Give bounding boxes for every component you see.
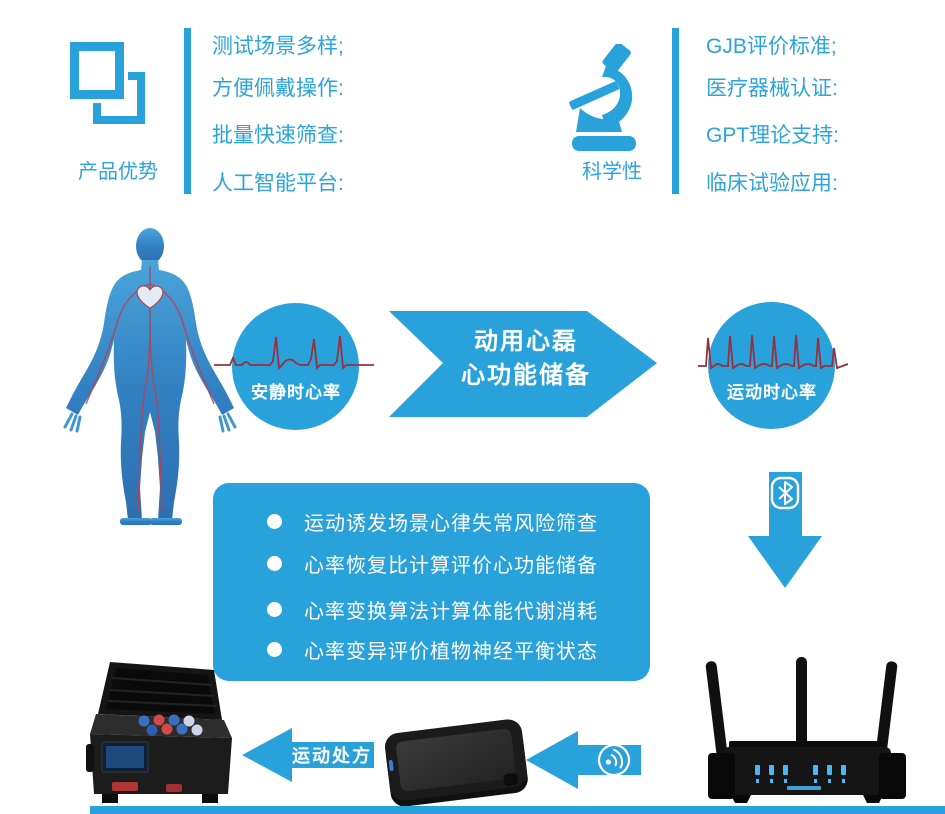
feature-row: 运动诱发场景心律失常风险筛查 [267, 507, 598, 536]
wifi-router [705, 657, 906, 803]
feature-text: 心率恢复比计算评价心功能储备 [304, 555, 598, 577]
feature-text: 运动诱发场景心律失常风险筛查 [304, 513, 598, 535]
overlapping-squares-icon [70, 42, 150, 134]
product-advantages-label: 产品优势 [78, 161, 158, 183]
wireless-arrow-left [526, 731, 641, 789]
advantage-item: 批量快速筛查: [212, 124, 344, 147]
resting-ecg-trace [214, 335, 374, 370]
exercise-hr-label: 运动时心率 [727, 383, 817, 402]
scientific-label: 科学性 [582, 161, 642, 183]
feature-text: 心率变换算法计算体能代谢消耗 [304, 601, 598, 623]
resting-hr-label: 安静时心率 [251, 383, 341, 402]
feature-text: 心率变异评价植物神经平衡状态 [304, 641, 598, 663]
scientific-item: 医疗器械认证: [706, 77, 838, 100]
bluetooth-icon [770, 476, 800, 510]
flow-arrow-right [389, 311, 657, 417]
feature-row: 心率变异评价植物神经平衡状态 [267, 635, 598, 664]
bullet-icon [267, 556, 282, 571]
exercise-ecg-trace [698, 334, 848, 370]
bullet-icon [267, 514, 282, 529]
monitor-pods [138, 714, 203, 736]
flow-arrow-line2: 心功能储备 [461, 362, 591, 389]
router-leds [755, 765, 846, 790]
advantage-item: 测试场景多样; [212, 35, 344, 58]
rugged-tablet [384, 719, 528, 807]
human-anatomy-figure [63, 228, 237, 525]
bluetooth-down-arrow [748, 472, 822, 588]
flow-arrow-line1: 动用心磊 [474, 328, 578, 355]
microscope-icon [569, 44, 636, 151]
resting-hr-circle [232, 303, 359, 430]
divider-bar-left [184, 28, 191, 194]
prescription-label: 运动处方 [292, 746, 372, 766]
features-panel: 运动诱发场景心律失常风险筛查 心率恢复比计算评价心功能储备 心率变换算法计算体能… [213, 483, 650, 681]
prescription-arrow-left [242, 728, 374, 782]
bottom-accent-bar [90, 806, 945, 814]
equipment-case [86, 662, 232, 803]
bullet-icon [267, 602, 282, 617]
scientific-item: GJB评价标准; [706, 35, 837, 58]
feature-row: 心率变换算法计算体能代谢消耗 [267, 595, 598, 624]
scientific-item: GPT理论支持: [706, 124, 840, 147]
square-front [70, 42, 124, 99]
advantage-item: 人工智能平台: [212, 172, 344, 195]
advantage-item: 方便佩戴操作: [212, 77, 344, 100]
wireless-signal-icon [597, 743, 631, 777]
scientific-item: 临床试验应用: [706, 172, 838, 195]
divider-bar-right [672, 28, 679, 194]
flow-arrow-text: 动用心磊 心功能储备 [430, 325, 622, 393]
bullet-icon [267, 642, 282, 657]
heart-highlight [136, 285, 164, 309]
feature-row: 心率恢复比计算评价心功能储备 [267, 549, 598, 578]
